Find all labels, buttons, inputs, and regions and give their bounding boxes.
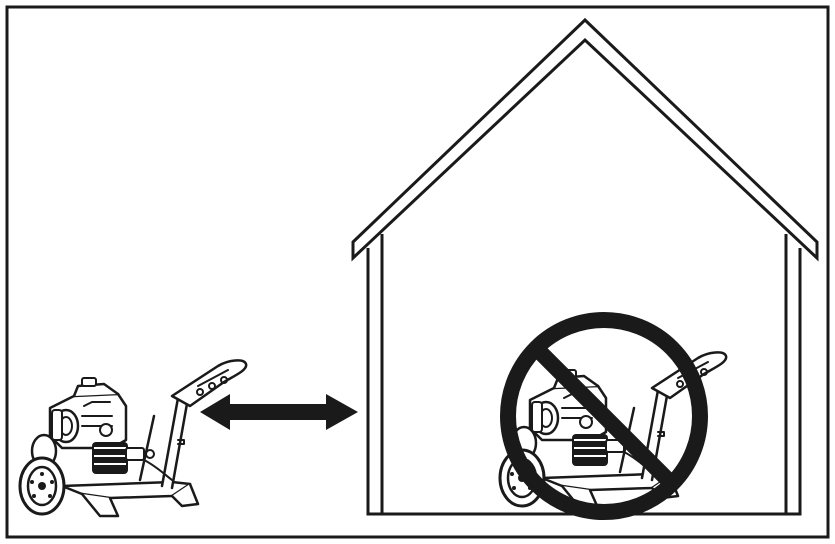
double-arrow-icon bbox=[200, 394, 358, 430]
house-inner-walls bbox=[380, 234, 788, 514]
outer-border bbox=[5, 5, 830, 539]
building bbox=[351, 17, 819, 516]
pressure-washer-icon bbox=[18, 358, 248, 518]
prohibition-sign-icon bbox=[500, 312, 708, 520]
outside-pressure-washer bbox=[18, 358, 248, 518]
roof bbox=[351, 17, 819, 262]
